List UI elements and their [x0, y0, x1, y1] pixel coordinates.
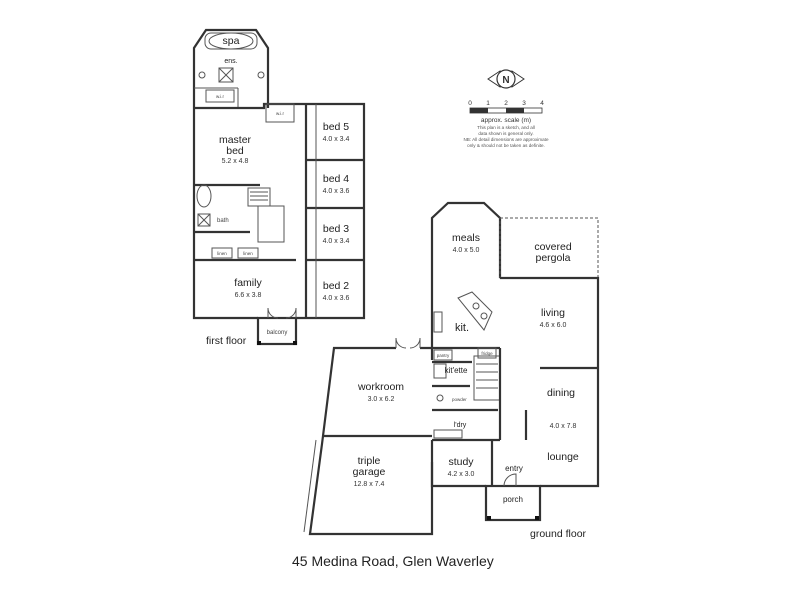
study-label: study — [448, 456, 474, 468]
kitchen-label: kit. — [455, 322, 469, 334]
meals-dim: 4.0 x 5.0 — [453, 247, 480, 254]
entry-label: entry — [505, 464, 523, 473]
ground-floor-plan — [303, 201, 600, 536]
study-dim: 4.2 x 3.0 — [448, 471, 475, 478]
workroom-label: workroom — [357, 381, 404, 393]
bed5-dim: 4.0 x 3.4 — [323, 136, 350, 143]
pergola-label: covered — [534, 241, 572, 253]
scale-note-line-1: This plan is a sketch, and all — [477, 125, 535, 130]
ensuite-label: ens. — [224, 58, 237, 65]
fridge-label: fridge — [481, 351, 493, 356]
scale-note-line-2: data shown is general only. — [478, 131, 533, 136]
compass-rose — [487, 69, 525, 89]
scale-tick-1: 1 — [486, 100, 490, 107]
scale-tick-0: 0 — [468, 100, 472, 107]
bed5-label: bed 5 — [323, 121, 349, 133]
bed4-dim: 4.0 x 3.6 — [323, 188, 350, 195]
balcony-label: balcony — [267, 330, 288, 336]
linen-label-1: linen — [217, 251, 227, 256]
garage-label: triple — [358, 455, 381, 467]
scale-tick-2: 2 — [504, 100, 508, 107]
garage-label-2: garage — [353, 466, 386, 478]
living-label: living — [541, 307, 565, 319]
bed2-label: bed 2 — [323, 280, 349, 292]
scale-tick-3: 3 — [522, 100, 526, 107]
first-floor-plan — [192, 28, 366, 346]
pantry-label: pantry — [437, 353, 450, 358]
master-bed-label-2: bed — [226, 145, 244, 157]
bed4-label: bed 4 — [323, 173, 349, 185]
meals-label: meals — [452, 232, 480, 244]
laundry-label: l'dry — [454, 422, 467, 429]
family-label: family — [234, 277, 262, 289]
scale-note-line-4: only & should not be taken as definite. — [467, 143, 545, 148]
dining-dim: 4.0 x 7.8 — [550, 423, 577, 430]
linen-label-2: linen — [243, 251, 253, 256]
bath-label: bath — [217, 218, 229, 224]
lounge-label: lounge — [547, 451, 579, 463]
master-bed-dim: 5.2 x 4.8 — [222, 158, 249, 165]
scale-bar — [469, 107, 543, 114]
porch-label: porch — [503, 495, 523, 504]
property-address: 45 Medina Road, Glen Waverley — [292, 553, 494, 569]
master-bed-label: master — [219, 134, 252, 146]
bed3-dim: 4.0 x 3.4 — [323, 238, 350, 245]
ground-floor-label: ground floor — [530, 528, 587, 540]
scale-caption: approx. scale (m) — [481, 117, 531, 124]
dining-label: dining — [547, 387, 575, 399]
first-floor-label: first floor — [206, 335, 247, 347]
bed2-dim: 4.0 x 3.6 — [323, 295, 350, 302]
family-dim: 6.6 x 3.8 — [235, 292, 262, 299]
spa-label: spa — [223, 35, 240, 47]
garage-dim: 12.8 x 7.4 — [354, 481, 385, 488]
compass-north-letter: N — [502, 75, 509, 86]
workroom-dim: 3.0 x 6.2 — [368, 396, 395, 403]
powder-label: powder — [452, 397, 467, 402]
scale-tick-4: 4 — [540, 100, 544, 107]
pergola-label-2: pergola — [535, 252, 570, 264]
scale-note-line-3: NB: All detail dimensions are approximat… — [463, 137, 548, 142]
bed3-label: bed 3 — [323, 223, 349, 235]
kitette-label: kit'ette — [445, 366, 468, 375]
wir-ensuite-label: w.i.r — [216, 94, 225, 99]
wir-label: w.i.r — [276, 111, 285, 116]
living-dim: 4.6 x 6.0 — [540, 322, 567, 329]
